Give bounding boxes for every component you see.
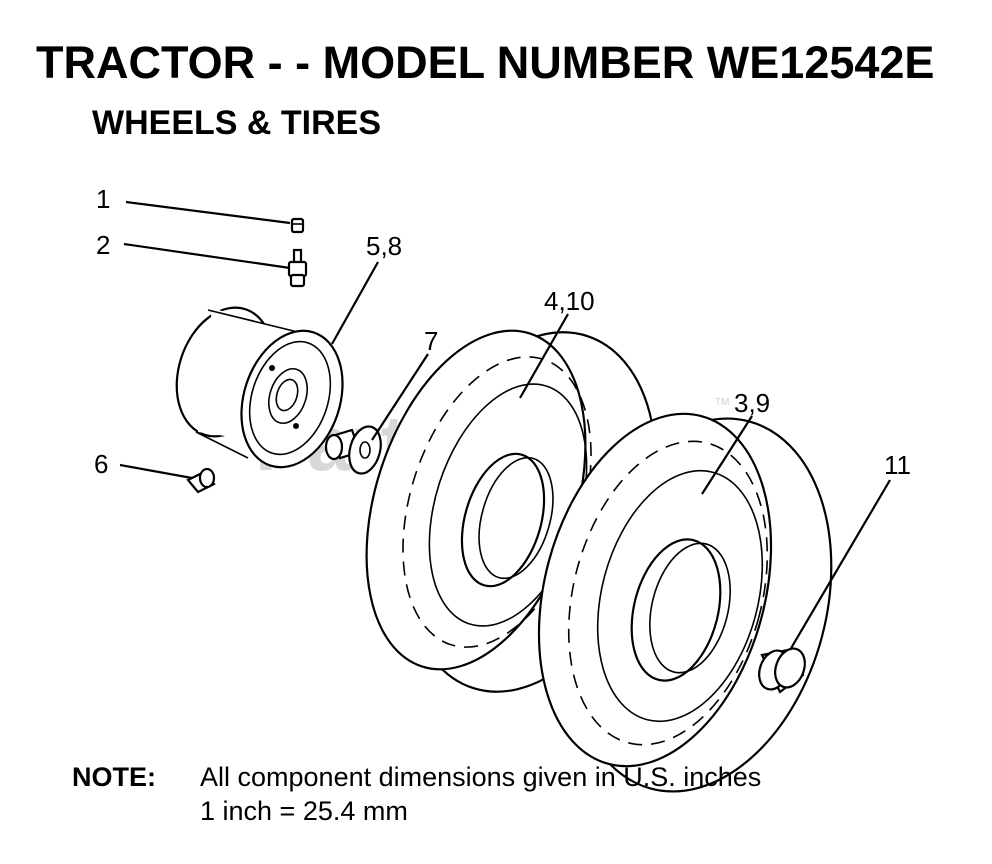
leader-line-3-9 [701, 415, 753, 495]
part-5-8-wheel-rim[interactable] [161, 295, 359, 480]
callout-1: 1 [96, 184, 110, 214]
part-3-9-tire[interactable] [502, 388, 871, 821]
part-11-bushing[interactable] [754, 644, 810, 694]
callout-3-9: 3,9 [734, 388, 770, 418]
callout-11: 11 [884, 450, 911, 480]
note-conversion-text: 1 inch = 25.4 mm [200, 796, 408, 826]
part-6-bolt[interactable] [186, 467, 216, 494]
leader-line-11 [789, 479, 891, 651]
callout-2: 2 [96, 230, 110, 260]
section-subtitle: WHEELS & TIRES [92, 104, 382, 142]
leader-line-6 [119, 463, 193, 480]
leader-line-4-10 [519, 313, 569, 399]
leader-line-1 [125, 200, 291, 225]
watermark-trademark: TM [715, 397, 729, 408]
leader-line-7 [371, 353, 429, 441]
page-title: TRACTOR - - MODEL NUMBER WE12542E [36, 37, 935, 88]
callout-6: 6 [94, 449, 108, 479]
part-1-valve-cap[interactable] [290, 217, 305, 234]
leader-line-5-8 [331, 261, 379, 345]
leader-line-2 [123, 242, 291, 270]
callout-5-8: 5,8 [366, 231, 402, 261]
callout-4-10: 4,10 [544, 286, 595, 316]
part-2-valve-stem[interactable] [287, 248, 308, 288]
note-label: NOTE: [72, 762, 156, 792]
note-dimensions-text: All component dimensions given in U.S. i… [200, 762, 762, 792]
callout-7: 7 [424, 326, 438, 356]
